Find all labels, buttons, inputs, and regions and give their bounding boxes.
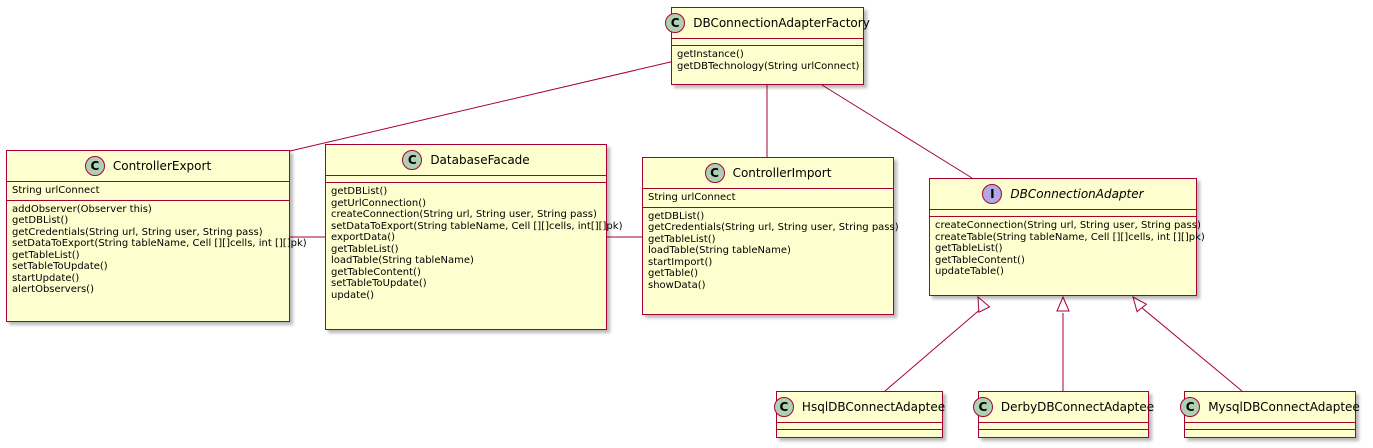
class-name: DBConnectionAdapter: [1010, 187, 1144, 201]
class-header: C ControllerImport: [643, 158, 893, 188]
method: updateTable(): [935, 266, 1004, 277]
association-line-factory-controller_export: [289, 59, 680, 152]
methods-section: createConnection(String url, String user…: [930, 216, 1205, 281]
class-header: C DerbyDBConnectAdaptee: [972, 392, 1154, 422]
method: setDataToExport(String tableName, Cell […: [12, 238, 307, 249]
association-line-factory-adapter: [821, 84, 973, 179]
class-derbydbconnectadaptee[interactable]: C DerbyDBConnectAdaptee: [972, 391, 1154, 438]
class-name: DerbyDBConnectAdaptee: [1000, 400, 1155, 414]
method: createConnection(String url, String user…: [331, 209, 597, 220]
attribute: String urlConnect: [648, 192, 736, 203]
method: exportData(): [331, 232, 396, 243]
attributes-section: String urlConnect: [643, 188, 893, 207]
class-name: DatabaseFacade: [430, 153, 530, 167]
method: getDBList(): [648, 210, 705, 222]
class-hsqldbconnectadaptee[interactable]: C HsqlDBConnectAdaptee: [773, 391, 946, 438]
class-header: I DBConnectionAdapter: [930, 179, 1196, 209]
attribute: String urlConnect: [12, 185, 100, 196]
methods-section: [1185, 429, 1355, 436]
interface-badge-icon: I: [982, 184, 1003, 204]
method: startUpdate(): [12, 272, 80, 284]
attributes-section: [326, 175, 606, 182]
method: getTableList(): [12, 249, 80, 261]
class-badge-icon: C: [402, 150, 423, 170]
method: loadTable(String tableName): [648, 245, 791, 256]
attributes-section: [930, 209, 1196, 216]
class-controllerimport[interactable]: C ControllerImport String urlConnect get…: [642, 157, 899, 315]
realization-line-hsql: [884, 306, 984, 392]
methods-section: getInstance() getDBTechnology(String url…: [672, 45, 863, 75]
method: getDBList(): [12, 215, 69, 226]
method: getCredentials(String url, String user, …: [12, 226, 263, 238]
methods-section: [979, 429, 1148, 436]
attributes-section: [979, 422, 1148, 429]
class-name: MysqlDBConnectAdaptee: [1208, 400, 1360, 414]
class-badge-icon: C: [1180, 397, 1201, 417]
method: loadTable(String tableName): [331, 255, 474, 266]
interface-dbconnectionadapter[interactable]: I DBConnectionAdapter createConnection(S…: [929, 178, 1205, 296]
class-databasefacade[interactable]: C DatabaseFacade getDBList() getUrlConne…: [325, 144, 623, 330]
method: getTableContent(): [935, 254, 1025, 266]
realization-arrowhead-mysql: [1132, 296, 1148, 313]
method: getTableList(): [648, 233, 716, 245]
attributes-section: [672, 38, 863, 45]
method: getTableList(): [935, 243, 1003, 254]
realization-arrowhead-hsql: [977, 295, 991, 313]
methods-section: [777, 429, 942, 436]
class-header: C DBConnectionAdapterFactory: [665, 8, 870, 38]
method: getTable(): [648, 268, 699, 279]
class-header: C ControllerExport: [7, 151, 289, 181]
methods-section: getDBList() getCredentials(String url, S…: [643, 206, 899, 295]
method: getDBList(): [331, 186, 388, 197]
class-badge-icon: C: [84, 156, 105, 176]
methods-section: getDBList() getUrlConnection() createCon…: [326, 182, 623, 304]
realization-line-mysql: [1140, 306, 1243, 392]
class-badge-icon: C: [972, 397, 993, 417]
class-mysqldbconnectadaptee[interactable]: C MysqlDBConnectAdaptee: [1180, 391, 1360, 438]
method: update(): [331, 289, 375, 301]
method: getDBTechnology(String urlConnect): [677, 60, 860, 72]
class-name: DBConnectionAdapterFactory: [693, 16, 870, 30]
method: getTableList(): [331, 243, 399, 255]
realization-arrowhead-derby: [1056, 295, 1070, 312]
method: getTableContent(): [331, 266, 421, 278]
method: setDataToExport(String tableName, Cell […: [331, 220, 623, 232]
method: getCredentials(String url, String user, …: [648, 222, 899, 233]
attributes-section: [777, 422, 942, 429]
class-controllerexport[interactable]: C ControllerExport String urlConnect add…: [6, 150, 307, 322]
class-badge-icon: C: [704, 163, 725, 183]
method: setTableToUpdate(): [331, 278, 427, 289]
method: getInstance(): [677, 49, 744, 60]
method: createTable(String tableName, Cell [][]c…: [935, 231, 1205, 243]
class-name: HsqlDBConnectAdaptee: [801, 400, 946, 414]
class-dbconnectionadapterfactory[interactable]: C DBConnectionAdapterFactory getInstance…: [665, 7, 870, 85]
method: startImport(): [648, 256, 713, 268]
method: addObserver(Observer this): [12, 203, 152, 215]
class-badge-icon: C: [665, 13, 686, 33]
method: getUrlConnection(): [331, 197, 427, 209]
attributes-section: String urlConnect: [7, 181, 289, 200]
class-header: C MysqlDBConnectAdaptee: [1180, 392, 1360, 422]
method: alertObservers(): [12, 284, 94, 295]
class-name: ControllerExport: [112, 159, 212, 173]
attributes-section: [1185, 422, 1355, 429]
method: setTableToUpdate(): [12, 261, 108, 272]
class-badge-icon: C: [773, 397, 794, 417]
class-name: ControllerImport: [732, 166, 832, 180]
method: createConnection(String url, String user…: [935, 220, 1201, 231]
class-header: C DatabaseFacade: [326, 145, 606, 175]
class-header: C HsqlDBConnectAdaptee: [773, 392, 946, 422]
method: showData(): [648, 279, 706, 291]
methods-section: addObserver(Observer this) getDBList() g…: [7, 199, 307, 299]
